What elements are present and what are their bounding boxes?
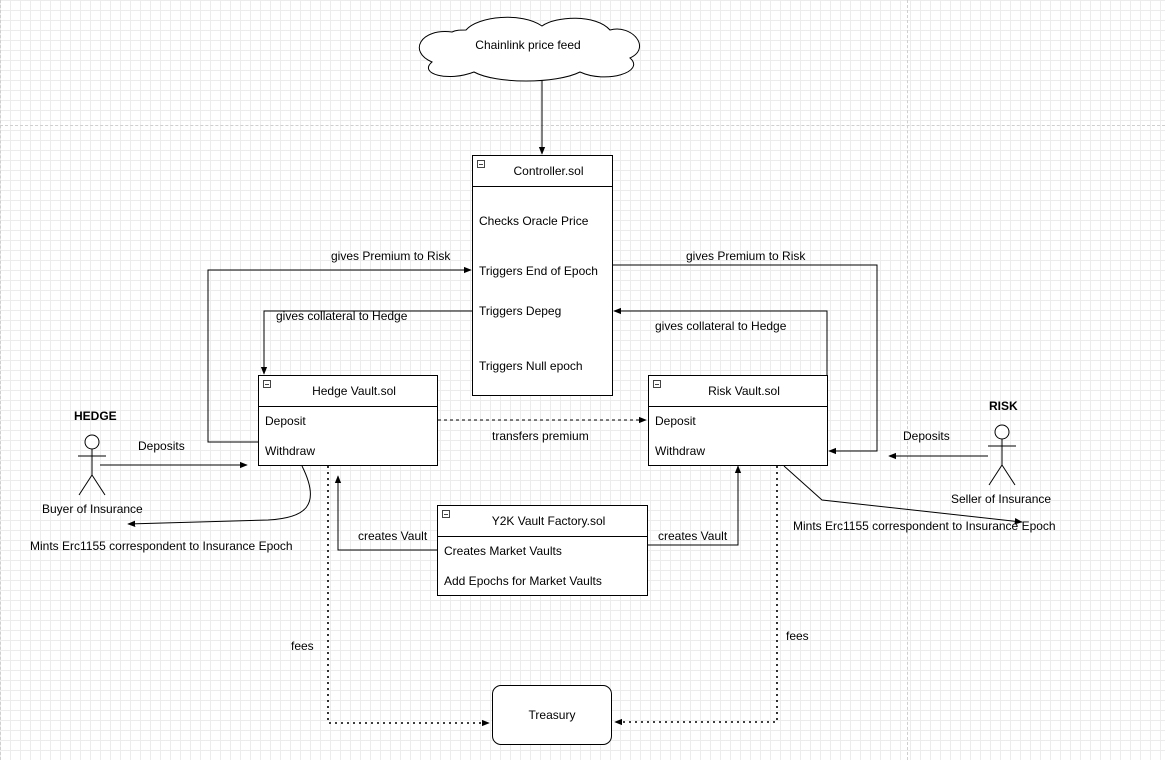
collapse-icon[interactable] <box>442 510 450 518</box>
risk-vault-header: Risk Vault.sol <box>649 376 827 407</box>
cloud-label: Chainlink price feed <box>475 38 581 52</box>
risk-vault-row-withdraw: Withdraw <box>655 444 706 458</box>
edge-label-deposits-right: Deposits <box>903 429 950 443</box>
factory-row: Creates Market Vaults <box>444 544 562 558</box>
risk-actor-title: RISK <box>989 399 1018 413</box>
edge-label-creates-vault-left: creates Vault <box>358 529 428 543</box>
controller-title: Controller.sol <box>513 164 584 178</box>
controller-row: Triggers Depeg <box>479 304 562 318</box>
edge-label-premium-right: gives Premium to Risk <box>686 249 806 263</box>
hedge-vault-header: Hedge Vault.sol <box>259 376 437 407</box>
risk-vault-box[interactable]: Risk Vault.sol Deposit Withdraw <box>648 375 828 466</box>
edge-label-transfers-premium: transfers premium <box>492 429 589 443</box>
grid-line <box>907 0 908 760</box>
edge-label-premium-left: gives Premium to Risk <box>331 249 451 263</box>
edge-fees-left <box>327 466 490 727</box>
hedge-actor-caption: Buyer of Insurance <box>42 502 143 516</box>
edge-label-creates-vault-right: creates Vault <box>658 529 728 543</box>
edge-mints-left <box>127 465 311 527</box>
edge-label-fees-right: fees <box>786 629 809 643</box>
edge-label-collateral-left: gives collateral to Hedge <box>276 309 408 323</box>
grid-line <box>0 125 1165 126</box>
collapse-icon[interactable] <box>653 380 661 388</box>
hedge-actor-figure <box>78 434 106 496</box>
controller-row: Checks Oracle Price <box>479 214 589 228</box>
risk-vault-title: Risk Vault.sol <box>708 384 780 398</box>
factory-header: Y2K Vault Factory.sol <box>438 506 647 537</box>
edge-label-collateral-right: gives collateral to Hedge <box>655 319 787 333</box>
edge-label-deposits-left: Deposits <box>138 439 185 453</box>
hedge-vault-row-deposit: Deposit <box>265 414 306 428</box>
edge-creates-vault-left <box>334 475 437 551</box>
edge-premium-left <box>207 266 472 443</box>
hedge-vault-title: Hedge Vault.sol <box>312 384 396 398</box>
edge-mints-right <box>783 465 1023 525</box>
factory-row: Add Epochs for Market Vaults <box>444 574 602 588</box>
edge-label-mints-right: Mints Erc1155 correspondent to Insurance… <box>793 519 1056 533</box>
treasury-box[interactable]: Treasury <box>492 685 612 745</box>
factory-box[interactable]: Y2K Vault Factory.sol Creates Market Vau… <box>437 505 648 596</box>
edge-fees-right <box>614 466 778 726</box>
hedge-vault-row-withdraw: Withdraw <box>265 444 316 458</box>
risk-actor-figure <box>988 424 1016 486</box>
collapse-icon[interactable] <box>477 160 485 168</box>
edge-label-mints-left: Mints Erc1155 correspondent to Insurance… <box>30 539 293 553</box>
edge-premium-right <box>613 264 878 455</box>
edge-creates-vault-right <box>648 465 742 546</box>
risk-actor-caption: Seller of Insurance <box>951 492 1052 506</box>
risk-vault-row-deposit: Deposit <box>655 414 696 428</box>
controller-box[interactable]: Controller.sol Checks Oracle Price Trigg… <box>472 155 613 396</box>
collapse-icon[interactable] <box>263 380 271 388</box>
edge-collateral-left <box>260 310 472 375</box>
hedge-actor-title: HEDGE <box>74 409 117 423</box>
edge-label-fees-left: fees <box>291 639 314 653</box>
factory-title: Y2K Vault Factory.sol <box>491 514 606 528</box>
grid-line <box>0 0 1 760</box>
hedge-vault-box[interactable]: Hedge Vault.sol Deposit Withdraw <box>258 375 438 466</box>
controller-header: Controller.sol <box>473 156 612 187</box>
controller-row: Triggers End of Epoch <box>479 264 598 278</box>
controller-row: Triggers Null epoch <box>479 359 583 373</box>
cloud-shape <box>418 16 640 82</box>
edge-collateral-right <box>613 307 828 375</box>
